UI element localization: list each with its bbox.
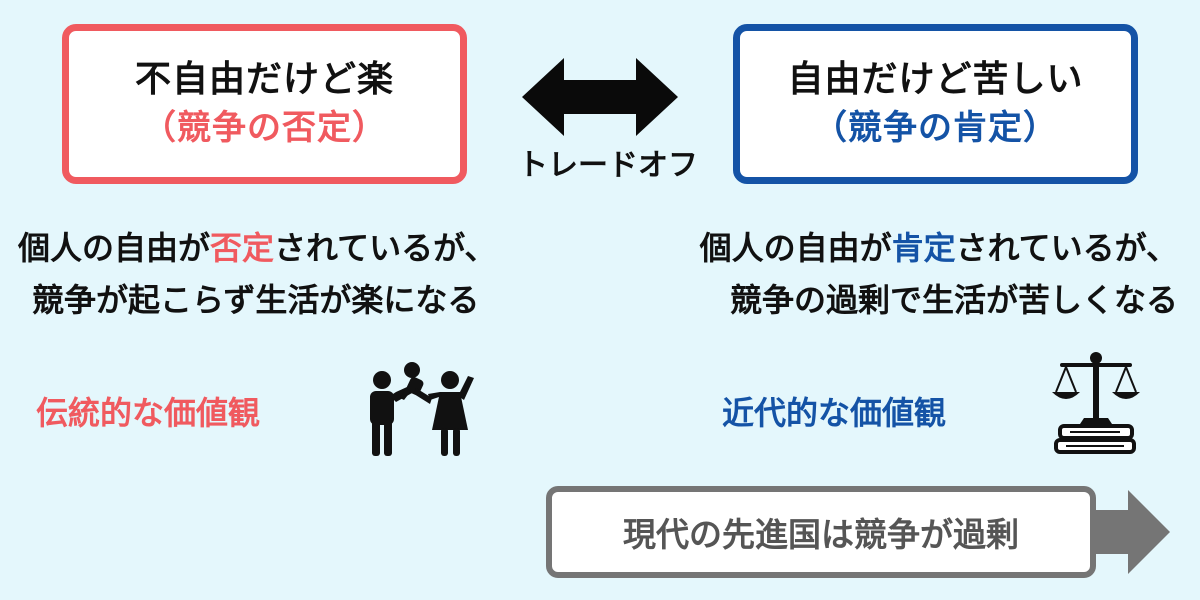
right-arrow-icon [1096,490,1170,574]
right-desc-line1: 個人の自由が肯定されているが、 [700,222,1178,274]
traditional-values-label: 伝統的な価値観 [36,394,261,432]
modern-values-label: 近代的な価値観 [722,394,947,432]
left-description: 個人の自由が否定されているが、 競争が起こらず生活が楽になる [18,222,496,326]
right-box-title: 自由だけど苦しい [787,59,1084,100]
left-desc-line2: 競争が起こらず生活が楽になる [32,281,480,319]
family-icon [370,362,474,456]
right-desc-text-b: されているが、 [955,229,1178,267]
right-desc-line2: 競争の過剰で生活が苦しくなる [729,281,1178,319]
left-desc-highlight: 否定 [210,229,275,267]
right-desc-text-a: 個人の自由が [699,229,892,267]
scales-and-books-icon [1052,352,1140,454]
left-desc-text-a: 個人の自由が [18,229,211,267]
right-desc-highlight: 肯定 [891,229,956,267]
left-box-title: 不自由だけど楽 [134,59,394,100]
conclusion-banner: 現代の先進国は競争が過剰 [546,486,1096,578]
left-desc-text-b: されているが、 [274,229,497,267]
left-box-subtitle: （競争の否定） [142,108,387,148]
right-box-subtitle: （競争の肯定） [813,108,1058,148]
left-desc-line1: 個人の自由が否定されているが、 [18,222,496,274]
left-concept-box: 不自由だけど楽 （競争の否定） [62,24,467,184]
double-arrow-icon [522,58,678,136]
right-concept-box: 自由だけど苦しい （競争の肯定） [733,24,1138,184]
tradeoff-label: トレードオフ [518,148,698,183]
right-description: 個人の自由が肯定されているが、 競争の過剰で生活が苦しくなる [700,222,1178,326]
conclusion-text: 現代の先進国は競争が過剰 [623,515,1019,554]
